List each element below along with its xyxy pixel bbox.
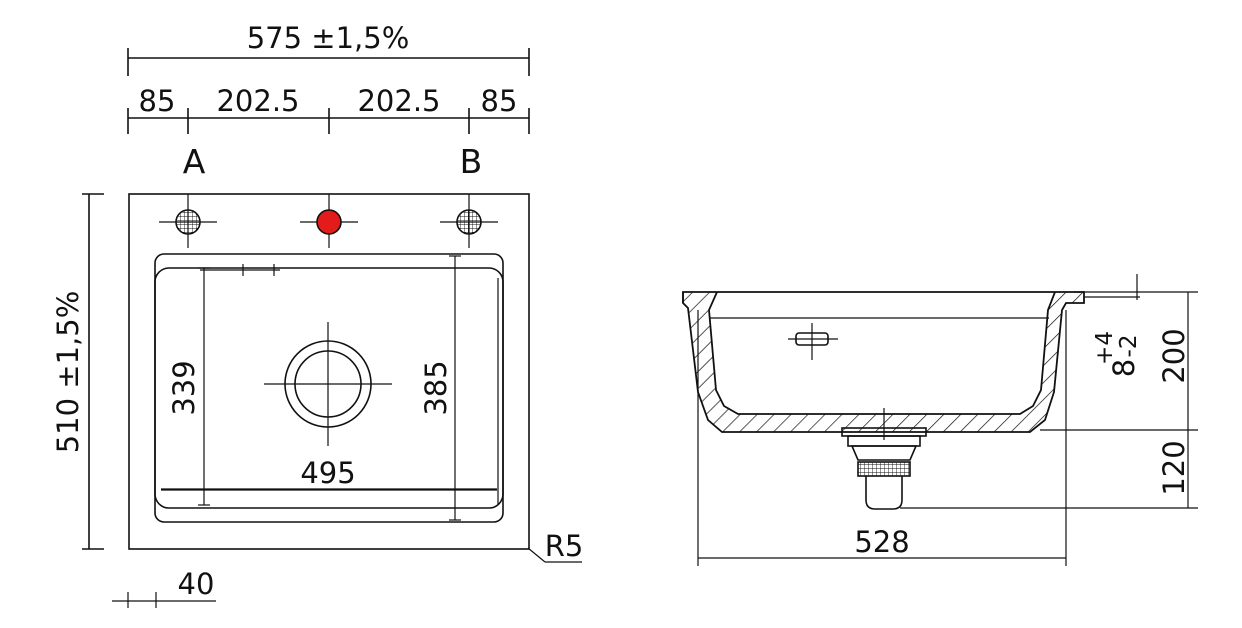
overall-depth-dimension: 510 ±1,5%: [51, 193, 104, 550]
drain-height-dimension: 120: [900, 430, 1198, 509]
bowl-outer-height-dimension: 385: [419, 255, 461, 521]
side-view: 200 120 8 +4 -2 528: [682, 274, 1198, 566]
bowl-width-dimension: 495: [161, 456, 497, 490]
width-label: 528: [854, 525, 909, 559]
corner-radius-callout: R5: [527, 529, 584, 563]
corner-radius-label: R5: [545, 529, 584, 563]
segment-label-2: 202.5: [216, 84, 299, 118]
depth-label: 200: [1157, 328, 1191, 383]
tap-hole-center: [300, 194, 358, 248]
segment-dimension-line: 85 202.5 202.5 85: [127, 84, 530, 134]
tolerance-minus: -2: [1116, 335, 1142, 358]
tap-hole-a: [159, 194, 217, 248]
edge-offset-dimension: 40: [112, 567, 216, 608]
bowl-width-label: 495: [300, 456, 355, 490]
hole-label-a: A: [183, 142, 206, 181]
bowl-inner-height-label: 339: [167, 360, 201, 415]
segment-label-4: 85: [481, 84, 518, 118]
segment-label-3: 202.5: [357, 84, 440, 118]
tolerance-plus: +4: [1092, 331, 1118, 365]
sink-wall-section: [682, 291, 1085, 433]
drain-hole: [264, 322, 392, 446]
rim-tolerance-dimension: 8 +4 -2: [1092, 274, 1142, 377]
overflow-slot: [788, 323, 838, 360]
edge-offset-label: 40: [178, 567, 215, 601]
tolerance-base: 8: [1107, 359, 1141, 377]
segment-label-1: 85: [139, 84, 176, 118]
bowl-outer-height-label: 385: [419, 360, 453, 415]
top-view: 575 ±1,5% 85 202.5 202.5 85 A B 510 ±1,5…: [51, 21, 583, 608]
hole-label-b: B: [460, 142, 483, 181]
bowl-inner: [154, 267, 504, 509]
depth-dimension: 200: [1040, 291, 1198, 431]
width-dimension: 528: [697, 310, 1067, 566]
bowl-inner-height-dimension: 339: [167, 267, 210, 506]
tap-hole-b: [440, 194, 498, 248]
drain-assembly: [841, 408, 927, 510]
overall-width-label: 575 ±1,5%: [247, 21, 410, 55]
overall-width-dimension: 575 ±1,5%: [127, 21, 530, 76]
overall-depth-label: 510 ±1,5%: [51, 291, 85, 454]
drain-height-label: 120: [1157, 440, 1191, 495]
